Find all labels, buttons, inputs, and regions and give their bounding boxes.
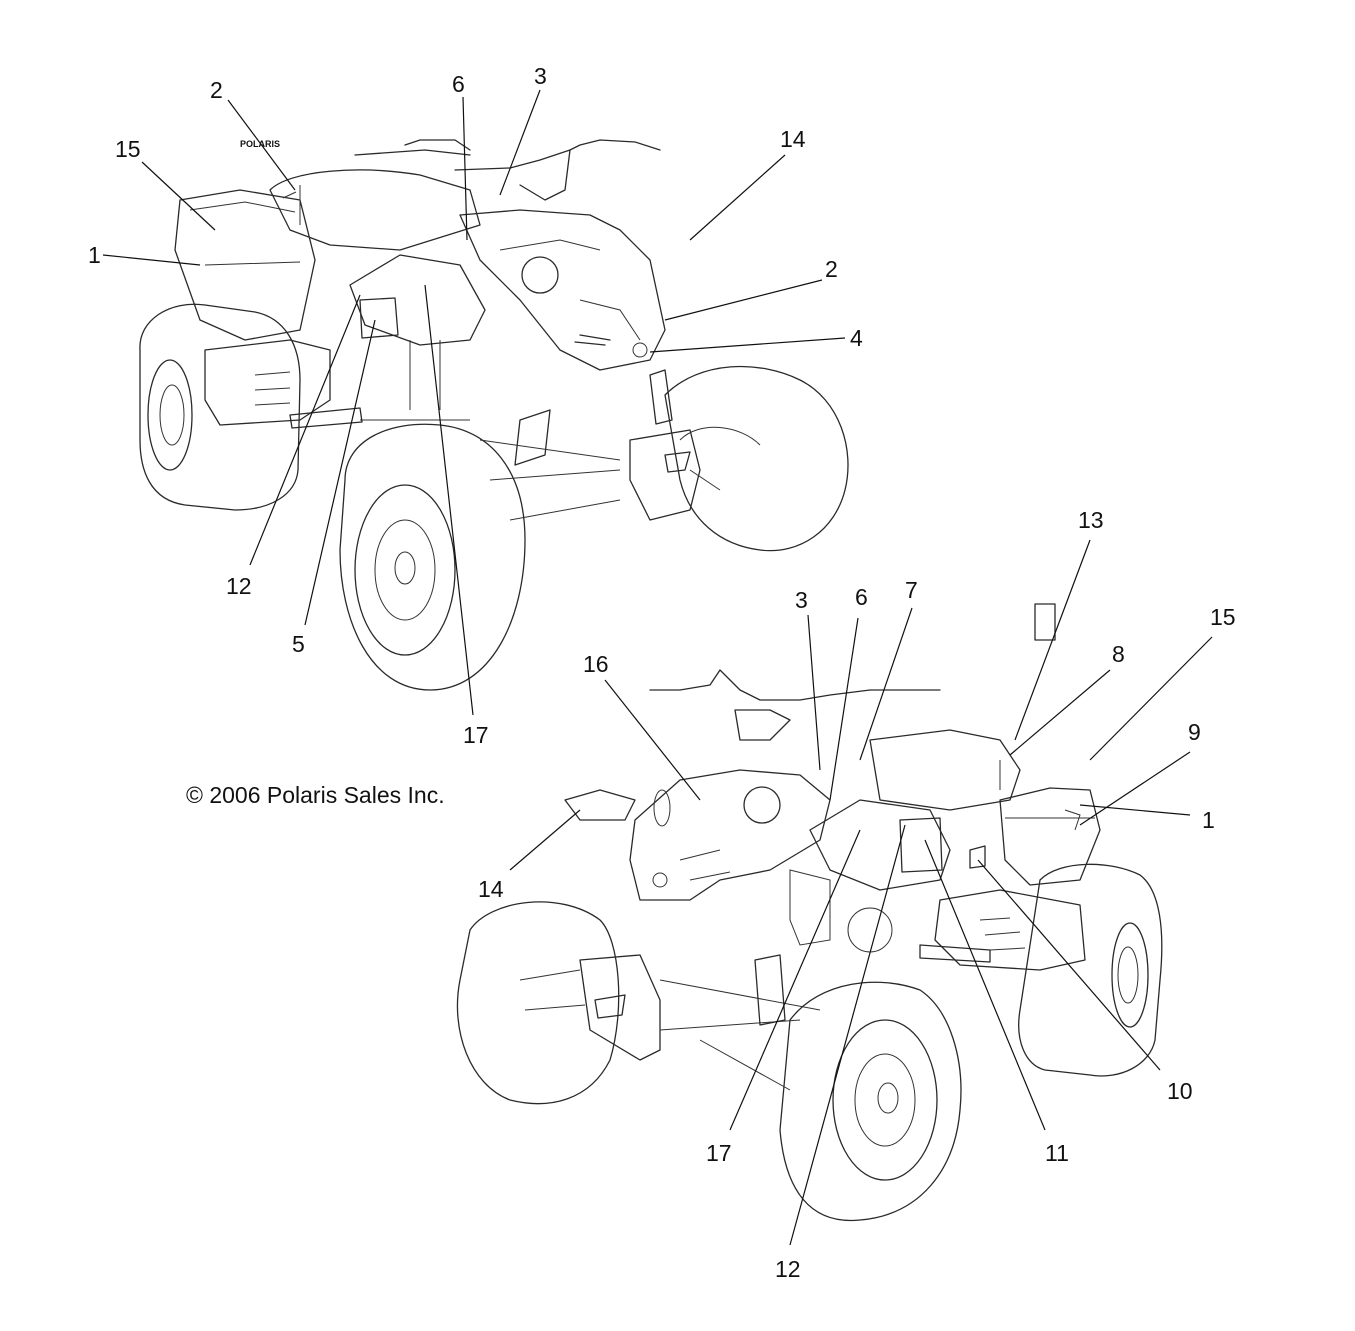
callout-17-top: 17: [463, 722, 489, 748]
front-left-wheel-bottom: [456, 901, 620, 1105]
callout-12-bottom: 12: [775, 1256, 801, 1282]
front-left-wheel: [339, 423, 526, 691]
front-bumper-bottom: [579, 954, 821, 1091]
leader-lines: [102, 89, 1213, 1246]
callout-3-top: 3: [534, 63, 547, 89]
handlebar-bottom: [649, 669, 941, 741]
front-left-fender: [564, 789, 636, 821]
callout-17-bottom: 17: [706, 1140, 732, 1166]
callout-5-top: 5: [292, 631, 305, 657]
callout-2-top-right: 2: [825, 256, 838, 282]
callout-12-top: 12: [226, 573, 252, 599]
callout-15-bottom: 15: [1210, 604, 1236, 630]
callout-11: 11: [1045, 1140, 1069, 1166]
seat-bottom: [869, 729, 1021, 811]
handlebar: [454, 139, 661, 201]
front-right-wheel: [664, 365, 849, 552]
callout-1-bottom: 1: [1202, 807, 1215, 833]
callout-16: 16: [583, 651, 609, 677]
callout-6-top: 6: [452, 71, 465, 97]
front-hood-bottom: [629, 769, 831, 901]
front-bumper: [479, 369, 701, 521]
callout-7: 7: [905, 577, 918, 603]
callout-labels-bottom: 13 3 6 7 15 16 8 9 1 14 10 17 11 12: [478, 507, 1236, 1282]
callout-13: 13: [1078, 507, 1104, 533]
side-panel-bottom: [809, 799, 986, 891]
engine: [789, 869, 893, 953]
callout-9: 9: [1188, 719, 1201, 745]
side-panel: [349, 254, 486, 421]
callout-14-top: 14: [780, 126, 806, 152]
callout-15-top: 15: [115, 136, 141, 162]
footrest: [289, 407, 363, 429]
front-right-wheel-bottom: [779, 981, 962, 1222]
atv-rear-view: POLARIS: [139, 139, 849, 691]
atv-front-view: [456, 603, 1163, 1222]
rear-fender: [174, 189, 331, 426]
front-hood: [459, 209, 666, 371]
callout-10: 10: [1167, 1078, 1193, 1104]
seat-and-tank: [269, 139, 481, 251]
loose-decal-13: [1034, 603, 1056, 641]
callout-4-top: 4: [850, 325, 863, 351]
footrest-bottom: [919, 944, 991, 963]
callout-6-bottom: 6: [855, 584, 868, 610]
callout-1-top: 1: [88, 242, 101, 268]
rear-fender-bottom: [934, 787, 1101, 971]
callout-2-top-left: 2: [210, 77, 223, 103]
callout-labels-top: 2 6 3 15 14 1 2 4 12 5 17: [88, 63, 863, 748]
callout-3-bottom: 3: [795, 587, 808, 613]
copyright-notice: © 2006 Polaris Sales Inc.: [186, 782, 445, 808]
callout-8: 8: [1112, 641, 1125, 667]
rear-left-wheel: [139, 303, 301, 511]
callout-14-bottom: 14: [478, 876, 504, 902]
rear-right-wheel: [1018, 863, 1163, 1077]
